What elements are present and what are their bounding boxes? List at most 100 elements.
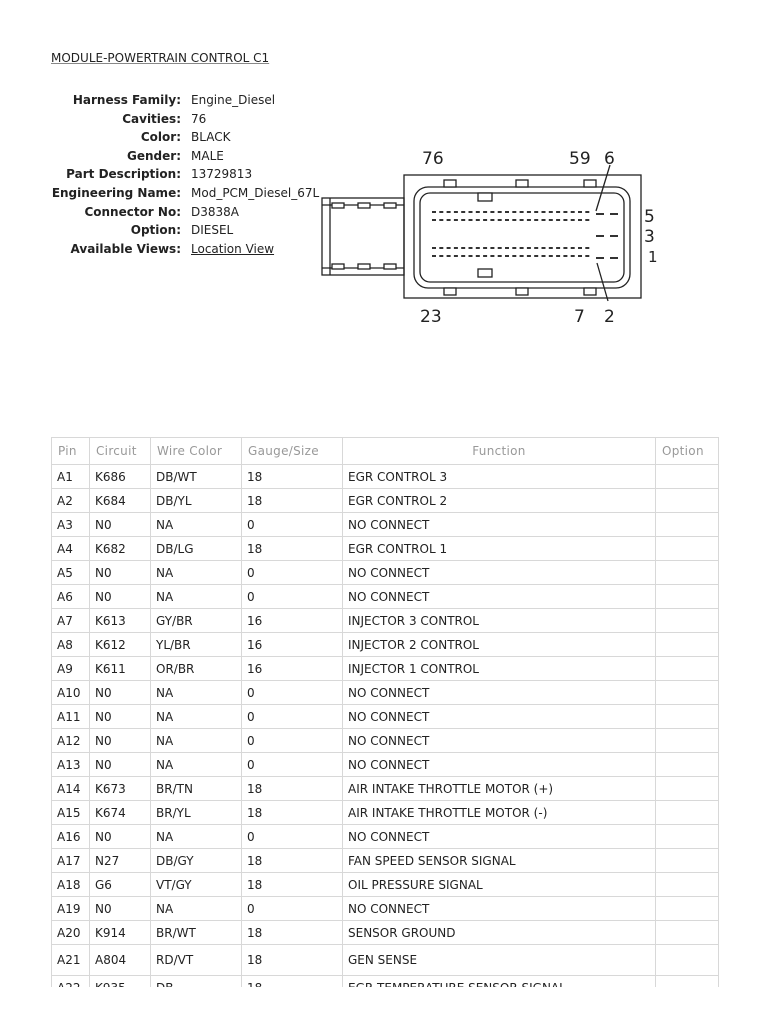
property-label: Harness Family:: [72, 93, 181, 107]
property-label: Available Views:: [70, 241, 181, 256]
cell-gauge: 18: [241, 800, 343, 825]
cell-wire-color: NA: [150, 560, 242, 585]
cell-function: INJECTOR 3 CONTROL: [342, 608, 656, 633]
cell-circuit: K612: [89, 632, 151, 657]
label-top-6: 6: [604, 149, 615, 169]
cell-option: [655, 680, 719, 705]
cell-function: NO CONNECT: [342, 512, 656, 537]
property-label: Option:: [130, 223, 181, 238]
table-header-row: Pin Circuit Wire Color Gauge/Size Functi…: [51, 437, 719, 465]
label-right-5: 5: [644, 207, 655, 227]
cell-wire-color: NA: [150, 728, 242, 753]
cell-circuit: G6: [89, 872, 151, 897]
cell-circuit: K686: [89, 464, 151, 489]
cell-option: [655, 536, 719, 561]
cell-gauge: 16: [241, 608, 343, 633]
cell-wire-color: DB/GY: [150, 848, 242, 873]
location-view-link[interactable]: Location View: [191, 241, 275, 256]
cell-function: NO CONNECT: [342, 752, 656, 777]
cell-function: NO CONNECT: [342, 704, 656, 729]
cell-wire-color: VT/GY: [150, 872, 242, 897]
cell-wire-color: GY/BR: [150, 608, 242, 633]
cell-circuit: K674: [89, 800, 151, 825]
property-label: Part Description:: [66, 167, 181, 182]
cell-function: NO CONNECT: [342, 728, 656, 753]
cell-option: [655, 824, 719, 849]
cell-option: [655, 728, 719, 753]
cell-function: INJECTOR 2 CONTROL: [342, 632, 656, 657]
cell-circuit: N0: [89, 560, 151, 585]
cell-circuit: N0: [89, 512, 151, 537]
cell-pin: A8: [51, 632, 90, 657]
cell-wire-color: BR/TN: [150, 776, 242, 801]
cell-gauge: 18: [241, 920, 343, 945]
cell-circuit: N0: [89, 752, 151, 777]
cell-wire-color: NA: [150, 704, 242, 729]
cell-function: GEN SENSE: [342, 944, 656, 976]
cell-gauge: 0: [241, 560, 343, 585]
cell-function: NO CONNECT: [342, 824, 656, 849]
cell-option: [655, 776, 719, 801]
cell-gauge: 0: [241, 728, 343, 753]
cell-gauge: 18: [241, 848, 343, 873]
property-row: Part Description: 13729813: [40, 165, 319, 184]
cell-function: INJECTOR 1 CONTROL: [342, 656, 656, 681]
property-label: Color:: [140, 130, 181, 145]
cell-wire-color: NA: [150, 512, 242, 537]
cell-pin: A11: [51, 704, 90, 729]
cell-wire-color: DB/YL: [150, 488, 242, 513]
property-value: Engine_Diesel: [191, 93, 276, 107]
cell-option: [655, 464, 719, 489]
cell-option: [655, 632, 719, 657]
cell-function: EGR CONTROL 2: [342, 488, 656, 513]
label-top-76: 76: [422, 149, 444, 169]
cell-option: [655, 512, 719, 537]
cell-function: NO CONNECT: [342, 584, 656, 609]
property-value: Mod_PCM_Diesel_67L: [191, 185, 320, 200]
label-bottom-23: 23: [420, 307, 442, 327]
page-title: MODULE-POWERTRAIN CONTROL C1: [51, 51, 270, 65]
connector-diagram: 76 59 6 5 3 1 23 7 2: [321, 149, 658, 327]
inner-shroud: [413, 186, 631, 289]
property-row: Available Views: Location View: [40, 240, 319, 259]
cell-circuit: K914: [89, 920, 151, 945]
cell-pin: A14: [51, 776, 90, 801]
cell-option: [655, 920, 719, 945]
cell-pin: A16: [51, 824, 90, 849]
cell-wire-color: DB/LG: [150, 536, 242, 561]
cell-wire-color: NA: [150, 584, 242, 609]
property-row: Cavities: 76: [40, 110, 319, 129]
cell-pin: A15: [51, 800, 90, 825]
cell-circuit: A804: [89, 944, 151, 976]
cell-wire-color: RD/VT: [150, 944, 242, 976]
cell-circuit: K613: [89, 608, 151, 633]
cell-gauge: 0: [241, 584, 343, 609]
col-header-wire-color: Wire Color: [150, 437, 242, 465]
property-value: 13729813: [191, 167, 253, 182]
cell-option: [655, 896, 719, 921]
cell-pin: A7: [51, 608, 90, 633]
cell-circuit: K684: [89, 488, 151, 513]
cell-circuit: N0: [89, 584, 151, 609]
cell-pin: A17: [51, 848, 90, 873]
cell-circuit: N0: [89, 896, 151, 921]
property-value: D3838A: [191, 204, 239, 219]
col-header-function: Function: [342, 437, 656, 465]
cell-gauge: 0: [241, 512, 343, 537]
label-right-1: 1: [648, 248, 658, 266]
col-header-circuit: Circuit: [89, 437, 151, 465]
cell-gauge: 18: [241, 872, 343, 897]
property-value: 76: [191, 111, 207, 126]
label-top-59: 59: [569, 149, 591, 169]
cell-pin: A19: [51, 896, 90, 921]
cell-wire-color: NA: [150, 680, 242, 705]
